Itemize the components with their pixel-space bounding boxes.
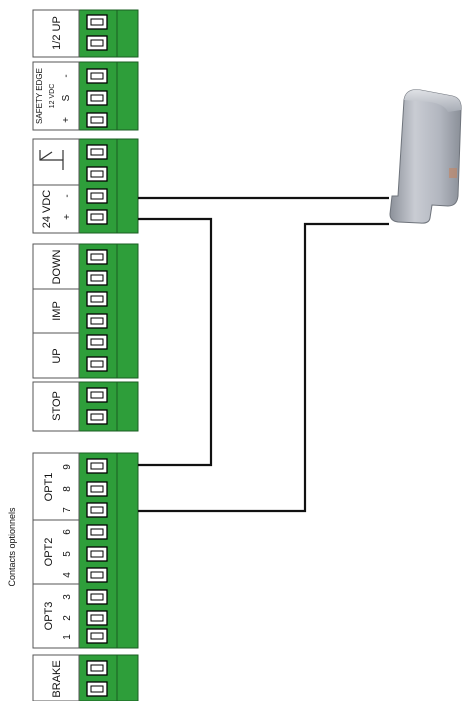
screw-terminal <box>86 188 108 204</box>
label-stop: STOP <box>51 391 63 421</box>
screw-terminal <box>86 209 108 225</box>
screw-terminal <box>86 313 108 329</box>
screw-terminal <box>86 567 108 583</box>
wires <box>138 196 389 513</box>
label-imp: IMP <box>51 301 63 321</box>
pin-4: 4 <box>62 572 73 578</box>
relay-contact-symbol <box>39 150 64 170</box>
pin-safety-plus: + <box>61 117 72 123</box>
screw-terminal <box>86 660 108 676</box>
pin-2: 2 <box>62 615 73 621</box>
label-brake: BRAKE <box>51 660 63 697</box>
pin-1: 1 <box>62 634 73 640</box>
pin-power-plus: + <box>62 214 73 220</box>
screw-terminal <box>86 610 108 626</box>
terminal-strip-commands <box>78 243 139 379</box>
screw-terminal <box>86 166 108 182</box>
screw-inner-lines <box>90 18 104 693</box>
screw-terminal <box>86 524 108 540</box>
screw-terminal <box>86 14 108 30</box>
pin-9: 9 <box>62 464 73 470</box>
screw-terminal <box>86 387 108 403</box>
label-safety-edge: SAFETY EDGE <box>35 68 44 124</box>
label-boxes <box>32 9 80 701</box>
pin-7: 7 <box>62 507 73 513</box>
label-up: UP <box>51 348 63 363</box>
screw-terminal <box>86 458 108 474</box>
screw-terminal <box>86 409 108 425</box>
pin-safety-minus: - <box>61 74 72 77</box>
screw-terminal <box>86 334 108 350</box>
label-half-up: 1/2 UP <box>51 16 63 50</box>
side-label-optional-contacts: Contacts optionnels <box>7 507 17 587</box>
label-24vdc: 24 VDC <box>41 190 53 229</box>
wire-power-plus <box>138 217 213 467</box>
screw-terminal <box>86 90 108 106</box>
screw-terminal <box>86 589 108 605</box>
screw-terminal <box>86 291 108 307</box>
screw-terminal <box>86 356 108 372</box>
screw-terminal <box>86 628 108 644</box>
screw-terminal <box>86 35 108 51</box>
screw-terminal <box>86 249 108 265</box>
screw-terminal <box>86 481 108 497</box>
pin-6: 6 <box>62 529 73 535</box>
pin-safety-s: S <box>61 94 72 101</box>
pin-power-minus: - <box>62 194 73 197</box>
external-device <box>389 89 462 224</box>
wire-device-to-opt1 <box>138 222 389 513</box>
label-opt2: OPT2 <box>43 538 55 567</box>
label-opt3: OPT3 <box>43 602 55 631</box>
label-down: DOWN <box>51 250 63 285</box>
screw-terminal <box>86 681 108 697</box>
screw-terminal <box>86 546 108 562</box>
label-safety-sub: 12 VDC <box>49 84 56 109</box>
pin-8: 8 <box>62 486 73 492</box>
label-opt1: OPT1 <box>43 473 55 502</box>
pin-5: 5 <box>62 551 73 557</box>
screw-terminal <box>86 502 108 518</box>
screw-terminal <box>86 270 108 286</box>
pin-3: 3 <box>62 594 73 600</box>
screw-terminal <box>86 144 108 160</box>
screw-terminal <box>86 112 108 128</box>
screw-terminal <box>86 68 108 84</box>
terminal-labels: 1/2 UP SAFETY EDGE 12 VDC + S - 24 VDC +… <box>7 16 73 697</box>
